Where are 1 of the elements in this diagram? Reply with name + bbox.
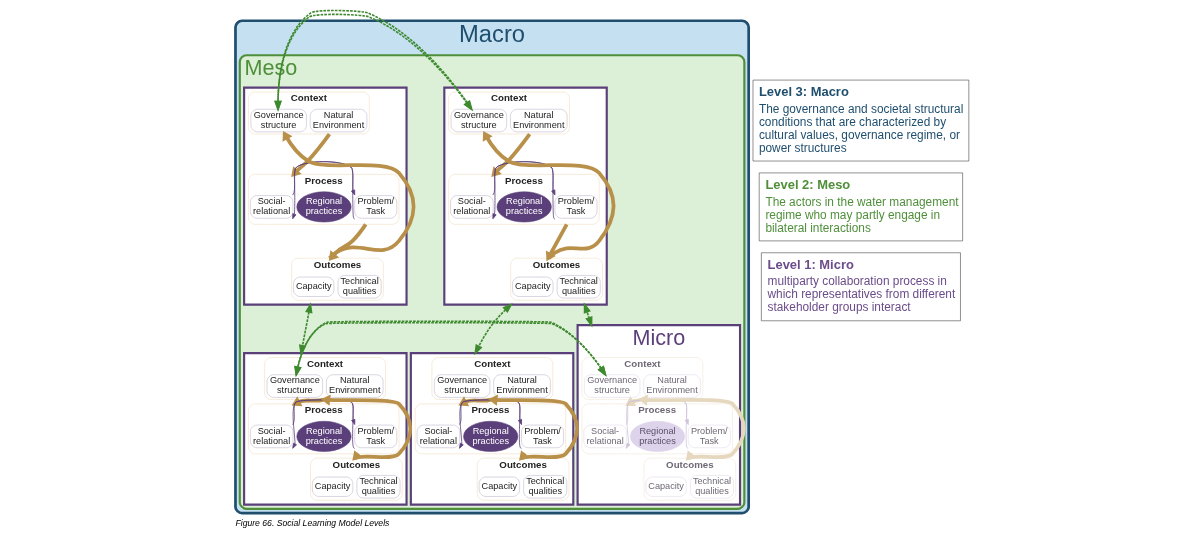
caption: Figure 66. Social Learning Model Levels [234,518,389,529]
